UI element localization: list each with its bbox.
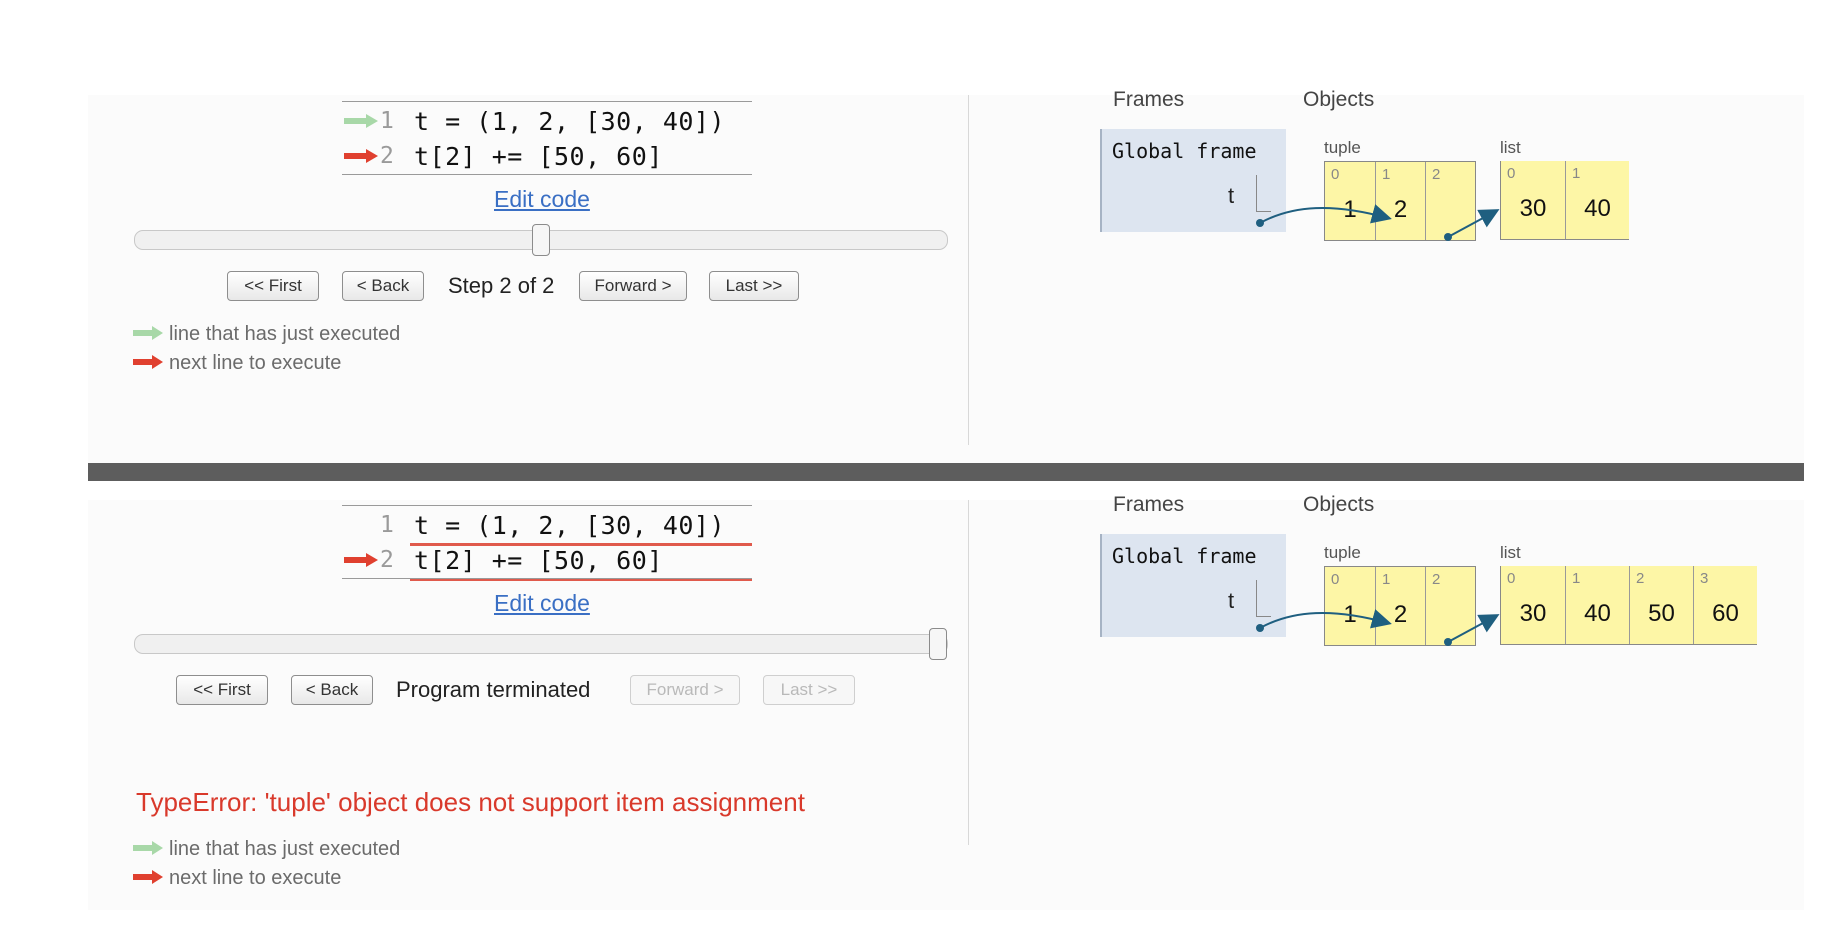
code-bottom-rule — [342, 174, 752, 175]
tuple-cell: 2 — [1425, 162, 1475, 240]
first-button[interactable]: << First — [227, 271, 319, 301]
frame-title: Global frame — [1112, 139, 1257, 163]
error-line-highlight — [410, 543, 752, 546]
green-arrow-icon — [344, 114, 378, 128]
panel-divider — [88, 463, 1804, 481]
code-bottom-rule — [342, 578, 752, 579]
line-number: 2 — [380, 547, 394, 573]
code-line-1: 1 t = (1, 2, [30, 40]) — [342, 505, 752, 545]
visualizer-panel-terminated: 1 t = (1, 2, [30, 40]) 2 t[2] += [50, 60… — [88, 493, 1804, 910]
back-button[interactable]: < Back — [291, 675, 373, 705]
step-slider[interactable] — [134, 224, 948, 256]
variable-slot — [1256, 580, 1271, 617]
code-text: t = (1, 2, [30, 40]) — [414, 107, 726, 136]
forward-button[interactable]: Forward > — [579, 271, 687, 301]
objects-header: Objects — [1303, 88, 1375, 111]
code-line-2: 2 t[2] += [50, 60] — [342, 540, 752, 580]
step-slider[interactable] — [134, 628, 948, 660]
legend-label: next line to execute — [169, 867, 342, 889]
first-button[interactable]: << First — [176, 675, 268, 705]
line-number: 2 — [380, 143, 394, 169]
slider-thumb[interactable] — [532, 224, 550, 256]
line-number: 1 — [380, 512, 394, 538]
frame-variable: t — [1228, 183, 1235, 208]
variable-slot — [1256, 175, 1271, 212]
error-line-highlight — [410, 578, 752, 581]
step-status: Step 2 of 2 — [448, 273, 555, 298]
list-type-label: list — [1500, 138, 1521, 157]
tuple-type-label: tuple — [1324, 138, 1361, 157]
green-arrow-icon — [133, 841, 163, 855]
legend-label: line that has just executed — [169, 323, 401, 345]
objects-header: Objects — [1303, 493, 1375, 516]
code-text: t = (1, 2, [30, 40]) — [414, 511, 726, 540]
red-arrow-icon — [344, 553, 378, 567]
code-text: t[2] += [50, 60] — [414, 546, 663, 575]
legend-label: line that has just executed — [169, 838, 401, 860]
forward-button[interactable]: Forward > — [630, 675, 740, 705]
green-arrow-icon — [133, 326, 163, 340]
panel-separator — [968, 95, 969, 445]
frames-header: Frames — [1113, 493, 1185, 516]
edit-code-link[interactable]: Edit code — [494, 590, 590, 616]
step-status: Program terminated — [396, 677, 591, 702]
global-frame: Global frame t — [1100, 534, 1286, 637]
last-button[interactable]: Last >> — [763, 675, 855, 705]
code-text: t[2] += [50, 60] — [414, 142, 663, 171]
global-frame: Global frame t — [1100, 129, 1286, 232]
code-line-2: 2 t[2] += [50, 60] — [342, 136, 752, 176]
tuple-cell: 2 — [1425, 567, 1475, 645]
tuple-type-label: tuple — [1324, 543, 1361, 562]
red-arrow-icon — [133, 355, 163, 369]
frame-title: Global frame — [1112, 544, 1257, 568]
slider-thumb[interactable] — [929, 628, 947, 660]
back-button[interactable]: < Back — [342, 271, 424, 301]
legend-label: next line to execute — [169, 352, 342, 374]
list-type-label: list — [1500, 543, 1521, 562]
frame-variable: t — [1228, 588, 1235, 613]
error-message: TypeError: 'tuple' object does not suppo… — [136, 787, 805, 817]
code-line-1: 1 t = (1, 2, [30, 40]) — [342, 101, 752, 141]
edit-code-link[interactable]: Edit code — [494, 186, 590, 212]
panel-separator — [968, 500, 969, 845]
code-top-rule — [342, 505, 752, 506]
visualizer-panel-step-2: 1 t = (1, 2, [30, 40]) 2 t[2] += [50, 60… — [88, 88, 1804, 475]
line-number: 1 — [380, 108, 394, 134]
last-button[interactable]: Last >> — [709, 271, 799, 301]
red-arrow-icon — [344, 149, 378, 163]
code-top-rule — [342, 101, 752, 102]
frames-header: Frames — [1113, 88, 1185, 111]
red-arrow-icon — [133, 870, 163, 884]
